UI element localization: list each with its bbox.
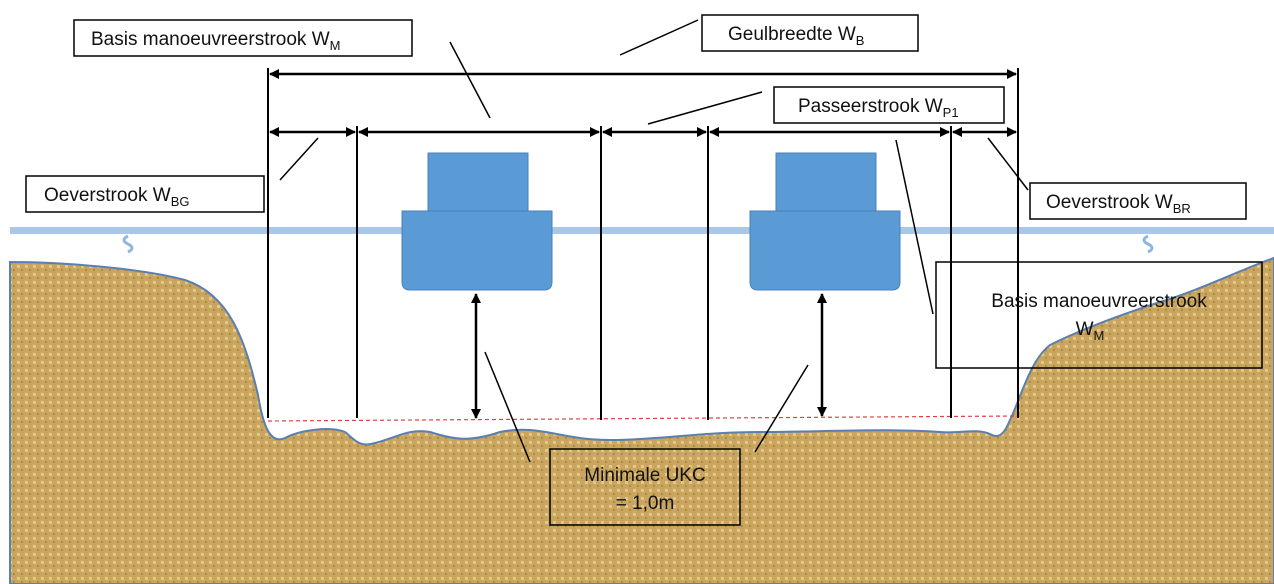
leader-lines: [279, 19, 1029, 463]
bank-right-label: Oeverstrook WBR: [1046, 192, 1191, 216]
ukc-box: [549, 448, 741, 526]
water-surface-line: [10, 227, 1274, 234]
maneuver-top-label: Basis manoeuvreerstrook WM: [91, 29, 341, 53]
ship-left: [401, 152, 553, 291]
channel-width-label: Geulbreedte WB: [728, 24, 864, 48]
water-surface-symbol-icon: [1142, 234, 1154, 254]
maneuver-top-box: [73, 19, 413, 57]
minimum-depth-line: [267, 415, 1019, 422]
bank-right-box: [1029, 182, 1247, 220]
water-surface-symbol-icon: [122, 234, 134, 254]
ship-right: [749, 152, 901, 291]
seabed-profile: [9, 256, 1274, 584]
strip-boundaries: [267, 68, 1019, 420]
maneuver-right-label-line2: WM: [1076, 319, 1105, 343]
ukc-label-line2: = 1,0m: [616, 493, 675, 514]
dimension-arrows: [269, 69, 1017, 419]
channel-width-box: [701, 14, 919, 52]
maneuver-right-label-line1: Basis manoeuvreerstrook: [991, 291, 1207, 312]
maneuver-right-box: [935, 261, 1263, 369]
bank-left-label: Oeverstrook WBG: [44, 185, 190, 209]
passing-box: [773, 86, 1005, 124]
ukc-label-line1: Minimale UKC: [584, 465, 705, 486]
bank-left-box: [25, 175, 265, 213]
passing-label: Passeerstrook WP1: [798, 96, 959, 120]
